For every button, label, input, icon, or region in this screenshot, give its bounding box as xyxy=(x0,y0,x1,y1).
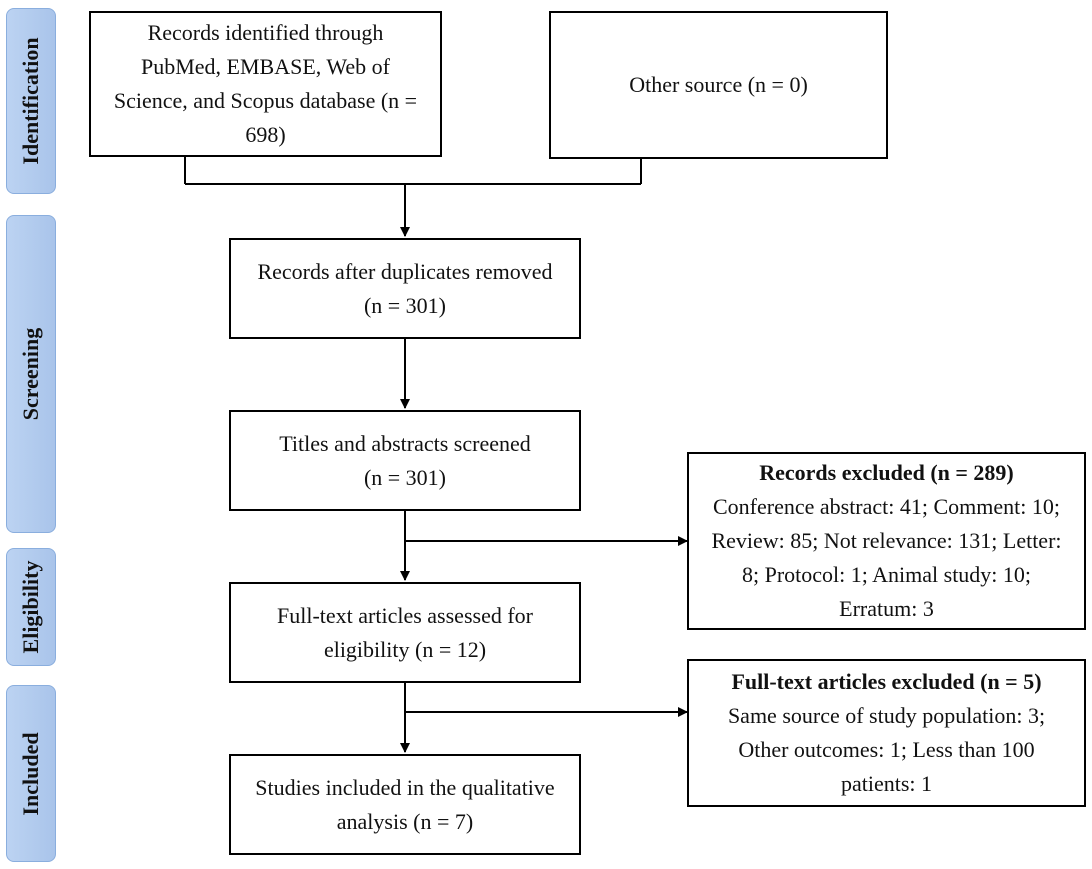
screened-line2: (n = 301) xyxy=(363,464,447,490)
included-line2: analysis (n = 7) xyxy=(336,808,474,834)
fulltext-line2: eligibility (n = 12) xyxy=(323,636,487,662)
stage-eligibility: Eligibility xyxy=(6,548,56,666)
duplicates-removed-line1: Records after duplicates removed xyxy=(257,258,553,284)
records-excluded-box: Records excluded (n = 289) Conference ab… xyxy=(687,452,1086,630)
fulltext-assessed-box: Full-text articles assessed for eligibil… xyxy=(229,582,581,683)
stage-identification: Identification xyxy=(6,8,56,194)
fulltext-excluded-title: Full-text articles excluded (n = 5) xyxy=(731,669,1042,694)
records-excluded-reasons: Conference abstract: 41; Comment: 10; Re… xyxy=(711,494,1062,621)
stage-screening: Screening xyxy=(6,215,56,533)
screened-box: Titles and abstracts screened (n = 301) xyxy=(229,410,581,511)
fulltext-excluded-box: Full-text articles excluded (n = 5) Same… xyxy=(687,659,1086,807)
other-source-box: Other source (n = 0) xyxy=(549,11,888,159)
records-identified-text: Records identified through PubMed, EMBAS… xyxy=(113,20,418,147)
studies-included-box: Studies included in the qualitative anal… xyxy=(229,754,581,855)
stage-included: Included xyxy=(6,685,56,862)
fulltext-line1: Full-text articles assessed for xyxy=(277,602,533,628)
duplicates-removed-box: Records after duplicates removed (n = 30… xyxy=(229,238,581,339)
records-excluded-title: Records excluded (n = 289) xyxy=(759,460,1014,485)
included-line1: Studies included in the qualitative xyxy=(255,774,555,800)
other-source-text: Other source (n = 0) xyxy=(629,72,808,97)
records-identified-box: Records identified through PubMed, EMBAS… xyxy=(89,11,442,157)
fulltext-excluded-reasons: Same source of study population: 3; Othe… xyxy=(727,703,1046,796)
screened-line1: Titles and abstracts screened xyxy=(279,430,531,456)
duplicates-removed-line2: (n = 301) xyxy=(363,292,447,318)
